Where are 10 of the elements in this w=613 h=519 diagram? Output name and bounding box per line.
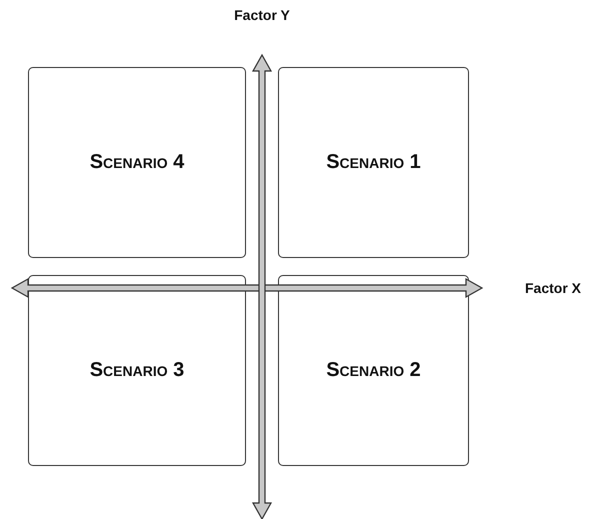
axis-label: Factor Y: [234, 7, 290, 23]
scenario-box: [28, 67, 246, 258]
scenario-box: [28, 275, 246, 466]
axis-label: Factor X: [525, 280, 581, 296]
scenario-box: [278, 275, 469, 466]
scenario-label: Scenario 4: [90, 151, 184, 174]
scenario-box: [278, 67, 469, 258]
scenario-label: Scenario 2: [326, 359, 421, 382]
scenario-label: Scenario 1: [326, 151, 421, 174]
scenario-label: Scenario 3: [90, 359, 184, 382]
